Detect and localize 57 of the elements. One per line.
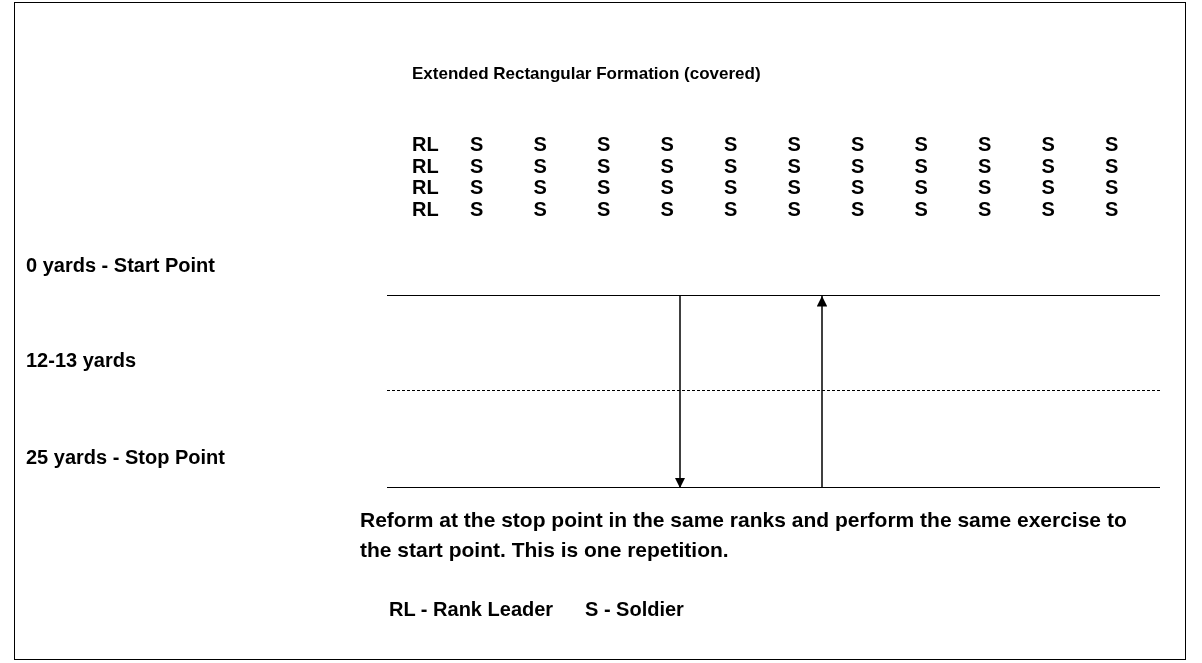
soldier-mark: S xyxy=(1105,176,1119,199)
soldier-mark: S xyxy=(1041,154,1055,178)
soldier-mark: S xyxy=(1041,133,1055,156)
soldier-mark: S xyxy=(978,154,992,178)
soldier-mark: S xyxy=(660,176,674,199)
soldier-mark: S xyxy=(597,197,611,221)
soldier-mark: S xyxy=(1041,176,1055,199)
soldier-mark: S xyxy=(787,197,801,221)
soldier-mark: S xyxy=(660,197,674,221)
line-label: 12-13 yards xyxy=(26,349,137,372)
soldier-mark: S xyxy=(787,176,801,199)
arrow xyxy=(674,295,686,489)
soldier-mark: S xyxy=(787,154,801,178)
soldier-mark: S xyxy=(978,133,992,156)
rank-leader-mark: RL xyxy=(412,133,439,156)
soldier-mark: S xyxy=(470,154,484,178)
soldier-mark: S xyxy=(1105,154,1119,178)
soldier-mark: S xyxy=(1041,197,1055,221)
soldier-mark: S xyxy=(787,133,801,156)
soldier-mark: S xyxy=(914,176,928,199)
soldier-mark: S xyxy=(978,197,992,221)
soldier-mark: S xyxy=(851,133,865,156)
soldier-mark: S xyxy=(533,197,547,221)
rank-leader-mark: RL xyxy=(412,154,439,178)
soldier-mark: S xyxy=(851,197,865,221)
soldier-mark: S xyxy=(978,176,992,199)
soldier-mark: S xyxy=(533,176,547,199)
soldier-mark: S xyxy=(1105,133,1119,156)
soldier-mark: S xyxy=(470,176,484,199)
soldier-mark: S xyxy=(914,197,928,221)
soldier-mark: S xyxy=(597,133,611,156)
soldier-mark: S xyxy=(660,154,674,178)
line-label: 25 yards - Stop Point xyxy=(26,446,225,469)
soldier-mark: S xyxy=(597,176,611,199)
soldier-mark: S xyxy=(914,154,928,178)
soldier-mark: S xyxy=(851,154,865,178)
soldier-mark: S xyxy=(724,176,738,199)
soldier-mark: S xyxy=(597,154,611,178)
soldier-mark: S xyxy=(724,197,738,221)
soldier-mark: S xyxy=(470,197,484,221)
soldier-mark: S xyxy=(724,154,738,178)
rank-leader-mark: RL xyxy=(412,176,439,199)
instruction-note: Reform at the stop point in the same ranks and perform the same exercise to the start point. This is one repetition. xyxy=(360,507,1128,563)
soldier-mark: S xyxy=(724,133,738,156)
arrow xyxy=(816,295,828,489)
soldier-mark: S xyxy=(1105,197,1119,221)
soldier-mark: S xyxy=(660,133,674,156)
line-label: 0 yards - Start Point xyxy=(26,254,215,277)
soldier-mark: S xyxy=(470,133,484,156)
soldier-mark: S xyxy=(533,133,547,156)
soldier-mark: S xyxy=(533,154,547,178)
soldier-mark: S xyxy=(914,133,928,156)
rank-leader-mark: RL xyxy=(412,197,439,221)
legend-text: S - Soldier xyxy=(585,598,684,621)
legend-text: RL - Rank Leader xyxy=(389,598,554,621)
soldier-mark: S xyxy=(851,176,865,199)
diagram-title: Extended Rectangular Formation (covered) xyxy=(412,64,761,84)
